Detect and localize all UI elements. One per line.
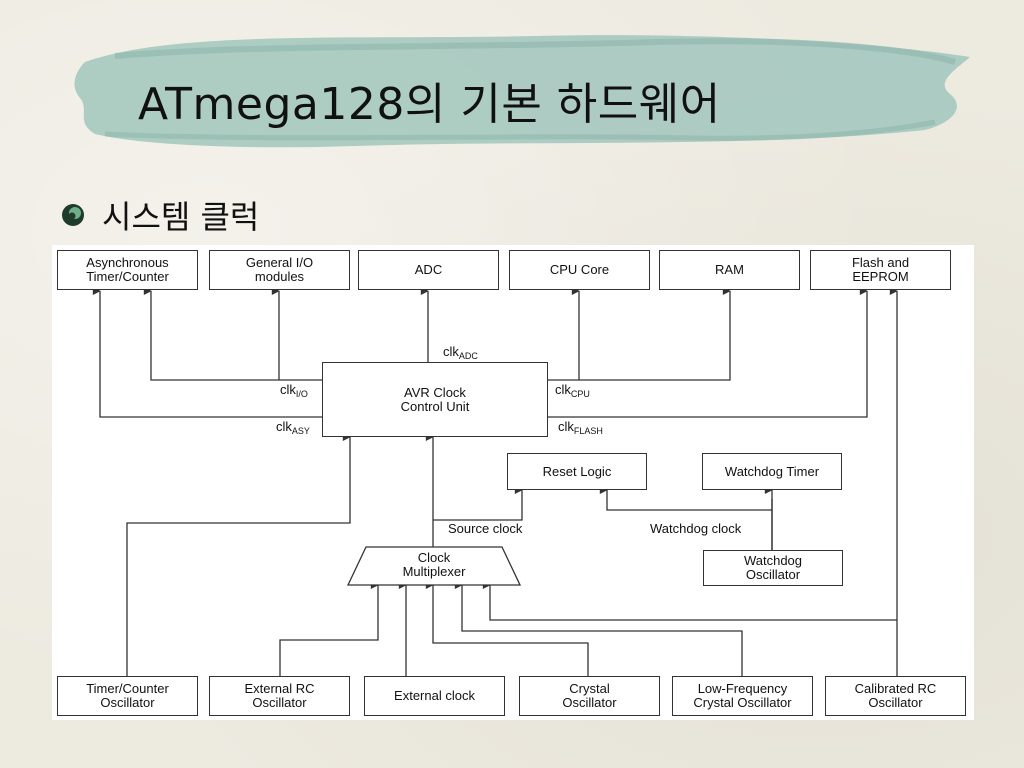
- watchdog-clock-label: Watchdog clock: [650, 521, 742, 536]
- block-timer-counter-osc: Timer/Counter Oscillator: [57, 676, 198, 716]
- clk-asy-label: clkASY: [276, 419, 310, 436]
- block-calibrated-rc-osc: Calibrated RC Oscillator: [825, 676, 966, 716]
- block-async-timer: Asynchronous Timer/Counter: [57, 250, 198, 290]
- block-adc: ADC: [358, 250, 499, 290]
- block-clock-multiplexer: Clock Multiplexer: [402, 550, 466, 579]
- block-general-io: General I/O modules: [209, 250, 350, 290]
- clk-adc-label: clkADC: [443, 344, 478, 361]
- block-lf-crystal-osc: Low-Frequency Crystal Oscillator: [672, 676, 813, 716]
- source-clock-label: Source clock: [448, 521, 523, 536]
- block-avr-clock-control: AVR Clock Control Unit: [322, 362, 548, 437]
- diagram-wires: [92, 287, 898, 686]
- block-flash-eeprom: Flash and EEPROM: [810, 250, 951, 290]
- block-ram: RAM: [659, 250, 800, 290]
- block-watchdog-oscillator: Watchdog Oscillator: [703, 550, 843, 586]
- clock-multiplexer-shape: [346, 546, 522, 586]
- clk-cpu-label: clkCPU: [555, 382, 590, 399]
- block-external-clock: External clock: [364, 676, 505, 716]
- block-external-rc-osc: External RC Oscillator: [209, 676, 350, 716]
- clk-io-label: clkI/O: [280, 382, 308, 399]
- block-watchdog-timer: Watchdog Timer: [702, 453, 842, 490]
- clk-flash-label: clkFLASH: [558, 419, 603, 436]
- slide-title: ATmega128의 기본 하드웨어: [138, 79, 721, 130]
- block-cpu-core: CPU Core: [509, 250, 650, 290]
- clock-system-diagram: Asynchronous Timer/Counter General I/O m…: [52, 245, 974, 720]
- title-brush-stroke: [74, 35, 971, 148]
- block-crystal-osc: Crystal Oscillator: [519, 676, 660, 716]
- block-reset-logic: Reset Logic: [507, 453, 647, 490]
- bullet-item: 시스템 클럭: [60, 192, 259, 238]
- bullet-icon: [62, 204, 84, 226]
- bullet-text: 시스템 클럭: [102, 198, 260, 236]
